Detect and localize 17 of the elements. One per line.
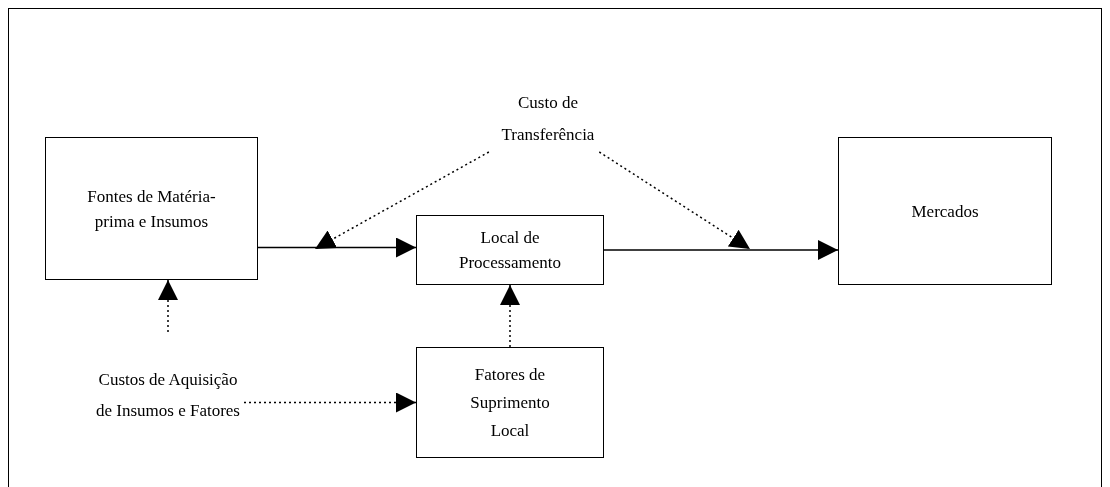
arrow [158,279,178,333]
arrow [243,392,417,413]
annotation-text: Custos de Aquisição de Insumos e Fatores [95,369,241,422]
process-box [838,137,1052,285]
arrow [257,237,417,258]
leader-arrow [598,151,751,250]
process-box [416,347,604,458]
box-label: Fatores de Suprimento Local [469,363,551,442]
box-label: Mercados [911,200,979,223]
box-label: Local de Processamento [458,227,562,274]
process-box [45,137,258,280]
arrow [603,240,839,260]
leader-arrow [314,151,490,250]
box-label: Fontes de Matéria-prima e Insumos [86,185,217,233]
arrow [500,284,520,348]
process-box [416,215,604,285]
annotation-text: Custo de Transferência [500,92,596,146]
